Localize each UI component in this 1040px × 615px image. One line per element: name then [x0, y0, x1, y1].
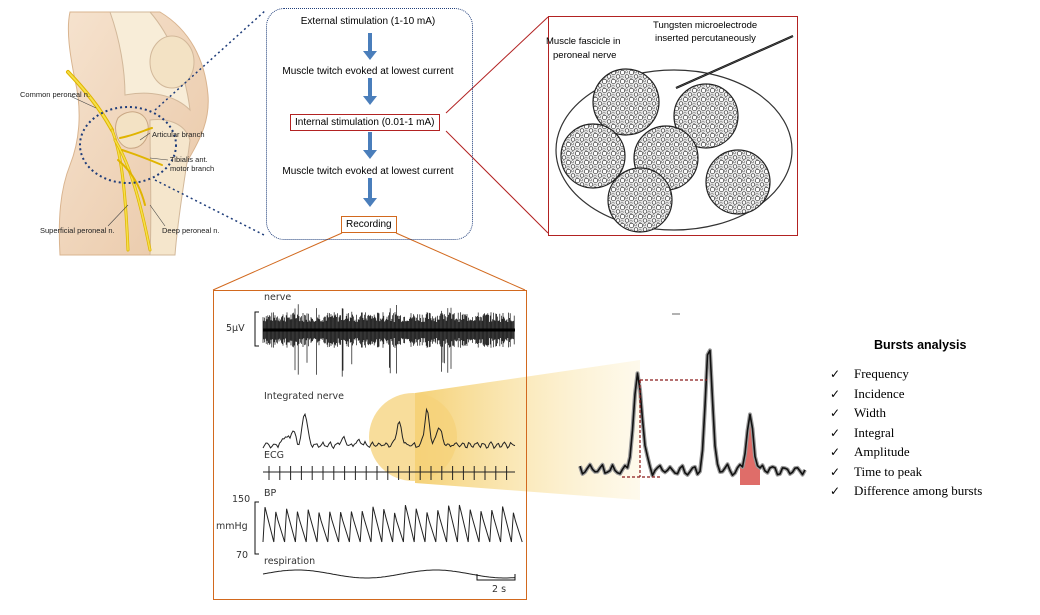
label-electrode-1: Tungsten microelectrode	[653, 20, 758, 31]
trace-label-bp: BP	[264, 488, 277, 499]
checkmark-icon: ✓	[830, 386, 841, 401]
flow-step-internal-stimulation: Internal stimulation (0.01-1 mA)	[290, 114, 440, 131]
analysis-item: ✓Difference among bursts	[830, 481, 982, 501]
fascicle	[607, 167, 673, 233]
ecg-trace	[263, 466, 515, 480]
trace-label-integrated: Integrated nerve	[264, 391, 345, 402]
analysis-item: ✓Integral	[830, 423, 982, 443]
label-superficial-peroneal: Superficial peroneal n.	[40, 226, 115, 235]
label-tibialis-1: Tibialis ant.	[170, 155, 208, 164]
scale-bp-high: 150	[232, 494, 251, 505]
analysis-list: ✓Frequency ✓Incidence ✓Width ✓Integral ✓…	[830, 364, 982, 501]
flow-step-twitch-1: Muscle twitch evoked at lowest current	[282, 66, 454, 77]
anatomy-leader-lines	[69, 95, 169, 227]
analysis-item: ✓Amplitude	[830, 442, 982, 462]
label-electrode-2: inserted percutaneously	[655, 33, 756, 44]
analysis-item: ✓Width	[830, 403, 982, 423]
knee-highlight-ellipse	[79, 106, 177, 184]
trace-label-respiration: respiration	[264, 556, 316, 567]
label-articular-branch: Articular branch	[152, 130, 205, 139]
label-deep-peroneal: Deep peroneal n.	[162, 226, 220, 235]
fascicle	[560, 123, 626, 189]
integrated-nerve-trace	[262, 407, 516, 450]
burst-zoom-trace	[578, 313, 807, 485]
amplitude-guides	[622, 379, 707, 478]
respiration-trace	[262, 569, 516, 579]
label-common-peroneal: Common peroneal n.	[20, 90, 91, 99]
fibula-head	[115, 111, 149, 149]
burst-area-fill	[740, 414, 760, 485]
scale-voltage: 5μV	[226, 323, 245, 334]
checkmark-icon: ✓	[830, 484, 841, 498]
checkmark-icon: ✓	[830, 445, 841, 459]
recording-panel-frame	[213, 290, 527, 600]
label-fascicle-2: peroneal nerve	[553, 50, 617, 61]
procedure-flow-container	[266, 8, 473, 240]
flow-arrows	[363, 33, 377, 207]
analysis-title: Bursts analysis	[874, 338, 967, 352]
fascicle	[673, 83, 739, 149]
nerve-cross-section	[555, 34, 794, 233]
time-scale-bar	[476, 574, 516, 581]
checkmark-icon: ✓	[830, 406, 841, 420]
checkmark-icon: ✓	[830, 367, 841, 381]
nerve-raw-trace	[262, 304, 515, 377]
analysis-item: ✓Incidence	[830, 384, 982, 404]
fascicle	[705, 149, 771, 215]
flow-step-external-stimulation: External stimulation (1-10 mA)	[300, 16, 436, 27]
recording-traces	[254, 304, 523, 581]
label-fascicle-1: Muscle fascicle in	[546, 36, 621, 47]
flow-step-twitch-2: Muscle twitch evoked at lowest current	[282, 166, 454, 177]
knee-anatomy-illustration	[58, 11, 209, 256]
label-tibialis-2: motor branch	[170, 164, 215, 173]
analysis-item: ✓Time to peak	[830, 462, 982, 482]
trace-label-ecg: ECG	[264, 450, 284, 461]
analysis-item: ✓Frequency	[830, 364, 982, 384]
fascicle	[592, 68, 660, 136]
scale-bp-unit: mmHg	[216, 521, 248, 532]
trace-label-nerve: nerve	[264, 292, 292, 303]
patella-bone	[149, 35, 195, 89]
scale-time: 2 s	[492, 584, 507, 595]
burst-waveform	[579, 349, 806, 477]
flow-step-recording: Recording	[341, 216, 397, 233]
fascicles	[560, 68, 771, 233]
peroneal-nerve-paths	[66, 70, 163, 252]
integrated-burst-highlight	[369, 393, 457, 481]
bp-trace	[262, 504, 523, 543]
checkmark-icon: ✓	[830, 464, 841, 479]
checkmark-icon: ✓	[830, 425, 841, 440]
scale-bp-low: 70	[236, 550, 249, 561]
